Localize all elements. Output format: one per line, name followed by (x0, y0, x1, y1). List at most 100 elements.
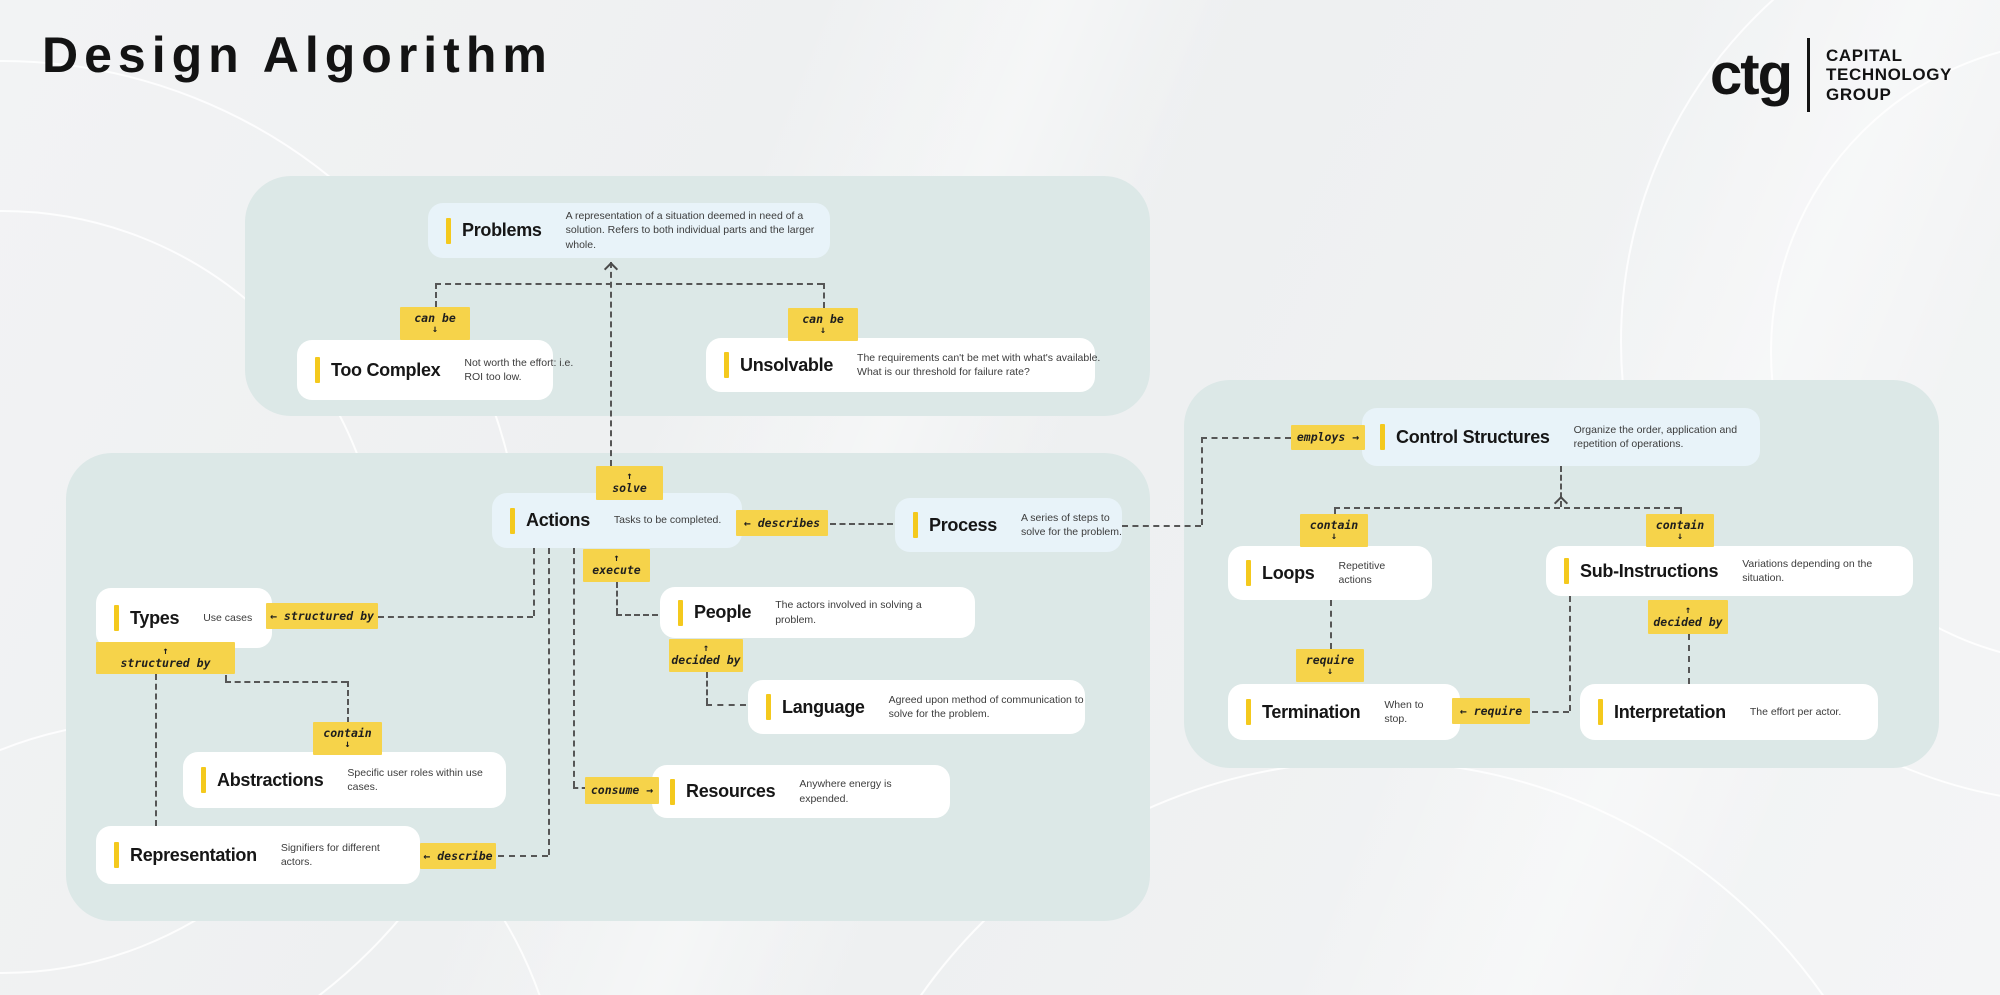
node-title: Too Complex (331, 359, 441, 380)
tag-label: contain (323, 726, 372, 740)
relation-tag-execute: ↑execute (583, 549, 650, 582)
node-title: Control Structures (1396, 426, 1550, 447)
accent-bar (446, 217, 451, 244)
tag-label: execute (592, 563, 641, 577)
node-title: People (694, 602, 752, 622)
tag-label: can be (802, 312, 844, 326)
tag-arrow: ↓ (1326, 666, 1334, 677)
node-loops: Loops Repetitive actions (1228, 546, 1432, 600)
node-problems: Problems A representation of a situation … (428, 203, 830, 258)
tag-label: contain (1309, 518, 1359, 532)
accent-bar (1246, 560, 1251, 586)
accent-bar (1246, 699, 1251, 725)
node-description: The effort per actor. (1749, 705, 1842, 718)
node-description: The actors involved in solving a problem… (775, 599, 922, 626)
relation-tag-consume: consume → (585, 777, 659, 804)
tag-arrow: ↓ (431, 324, 439, 335)
relation-tag-employs: employs → (1291, 425, 1365, 450)
accent-bar (766, 694, 771, 720)
node-title: Abstractions (217, 769, 324, 790)
node-abstractions: Abstractions Specific user roles within u… (183, 752, 506, 808)
node-process: Process A series of steps to solve for th… (895, 498, 1122, 552)
accent-bar (1598, 699, 1603, 725)
node-description: Repetitive actions (1338, 559, 1386, 586)
logo-org-name: CAPITAL TECHNOLOGY GROUP (1826, 46, 1952, 105)
ctg-logo-mark: ctg (1710, 41, 1793, 107)
accent-bar (678, 599, 683, 626)
node-title: Sub-Instructions (1580, 560, 1719, 581)
logo-org-line: CAPITAL (1826, 45, 1903, 65)
tag-label: ← structured by (270, 608, 374, 623)
node-title: Problems (462, 220, 542, 240)
tag-label: employs → (1296, 430, 1360, 444)
ctg-logo: ctg CAPITAL TECHNOLOGY GROUP (1710, 38, 1952, 112)
node-title: Representation (130, 844, 257, 865)
accent-bar (510, 507, 515, 534)
node-representation: Representation Signifiers for different a… (96, 826, 420, 884)
node-description: Tasks to be completed. (613, 514, 722, 527)
tag-label: consume → (590, 783, 654, 797)
tag-arrow: ↑ (702, 643, 710, 654)
tag-arrow: ↓ (1676, 531, 1684, 542)
node-control-structures: Control Structures Organize the order, ap… (1362, 408, 1760, 466)
relation-tag-require-loops: require↓ (1296, 649, 1364, 682)
accent-bar (724, 352, 729, 378)
relation-tag-structured-by-below: ↑structured by (96, 642, 235, 674)
node-title: Language (782, 696, 865, 717)
node-title: Unsolvable (740, 354, 834, 375)
tag-arrow: ↑ (626, 470, 633, 482)
tag-arrow: ↑ (613, 553, 620, 564)
tag-label: decided by (1653, 614, 1723, 629)
node-title: Process (929, 514, 997, 535)
node-title: Types (130, 607, 180, 628)
logo-org-line: TECHNOLOGY (1826, 65, 1952, 85)
accent-bar (913, 512, 918, 538)
relation-tag-can-be-2: can be↓ (788, 308, 858, 341)
relation-tag-structured-by-right: ← structured by (266, 603, 378, 629)
node-people: People The actors involved in solving a p… (660, 587, 975, 638)
relation-tag-decided-by-interpretation: ↑decided by (1648, 600, 1728, 634)
node-description: A series of steps to solve for the probl… (1020, 511, 1122, 538)
node-description: The requirements can't be met with what'… (857, 351, 1101, 378)
tag-arrow: ↓ (344, 739, 351, 750)
tag-label: solve (612, 480, 647, 495)
tag-arrow: ↓ (1330, 531, 1338, 542)
node-description: Use cases (203, 611, 253, 624)
node-too-complex: Too Complex Not worth the effort: i.e. RO… (297, 340, 573, 400)
tag-label: decided by (671, 653, 741, 667)
tag-label: require (1305, 653, 1355, 667)
tag-label: ← describes (743, 515, 821, 530)
node-title: Loops (1262, 562, 1315, 583)
relation-tag-can-be-1: can be↓ (400, 307, 470, 340)
node-description: When to stop. (1384, 698, 1424, 725)
relation-tag-decided-by-people: ↑decided by (669, 639, 743, 672)
relation-tag-contain-abstractions: contain↓ (313, 722, 382, 755)
node-description: Organize the order, application and repe… (1573, 423, 1738, 450)
node-language: Language Agreed upon method of communicat… (748, 680, 1085, 734)
accent-bar (201, 767, 206, 793)
accent-bar (315, 357, 320, 383)
node-description: Not worth the effort: i.e. ROI too low. (464, 356, 574, 383)
page-title: Design Algorithm (42, 27, 553, 83)
node-description: A representation of a situation deemed i… (565, 210, 815, 251)
node-title: Interpretation (1614, 701, 1726, 722)
relation-tag-contain-sub-instructions: contain↓ (1646, 514, 1714, 547)
node-description: Signifiers for different actors. (280, 841, 380, 868)
relation-tag-describes: ← describes (736, 510, 828, 536)
node-description: Agreed upon method of communication to s… (888, 693, 1084, 720)
tag-label: structured by (120, 655, 211, 670)
node-title: Actions (526, 510, 590, 530)
logo-org-line: GROUP (1826, 84, 1892, 104)
tag-arrow: ↑ (1684, 604, 1692, 616)
node-unsolvable: Unsolvable The requirements can't be met … (706, 338, 1100, 392)
accent-bar (1380, 424, 1385, 450)
relation-tag-contain-loops: contain↓ (1300, 514, 1368, 547)
node-description: Specific user roles within use cases. (347, 766, 483, 793)
node-title: Resources (686, 781, 776, 801)
logo-divider (1807, 38, 1811, 112)
node-actions: Actions Tasks to be completed. (492, 493, 742, 548)
node-description: Anywhere energy is expended. (799, 778, 892, 805)
